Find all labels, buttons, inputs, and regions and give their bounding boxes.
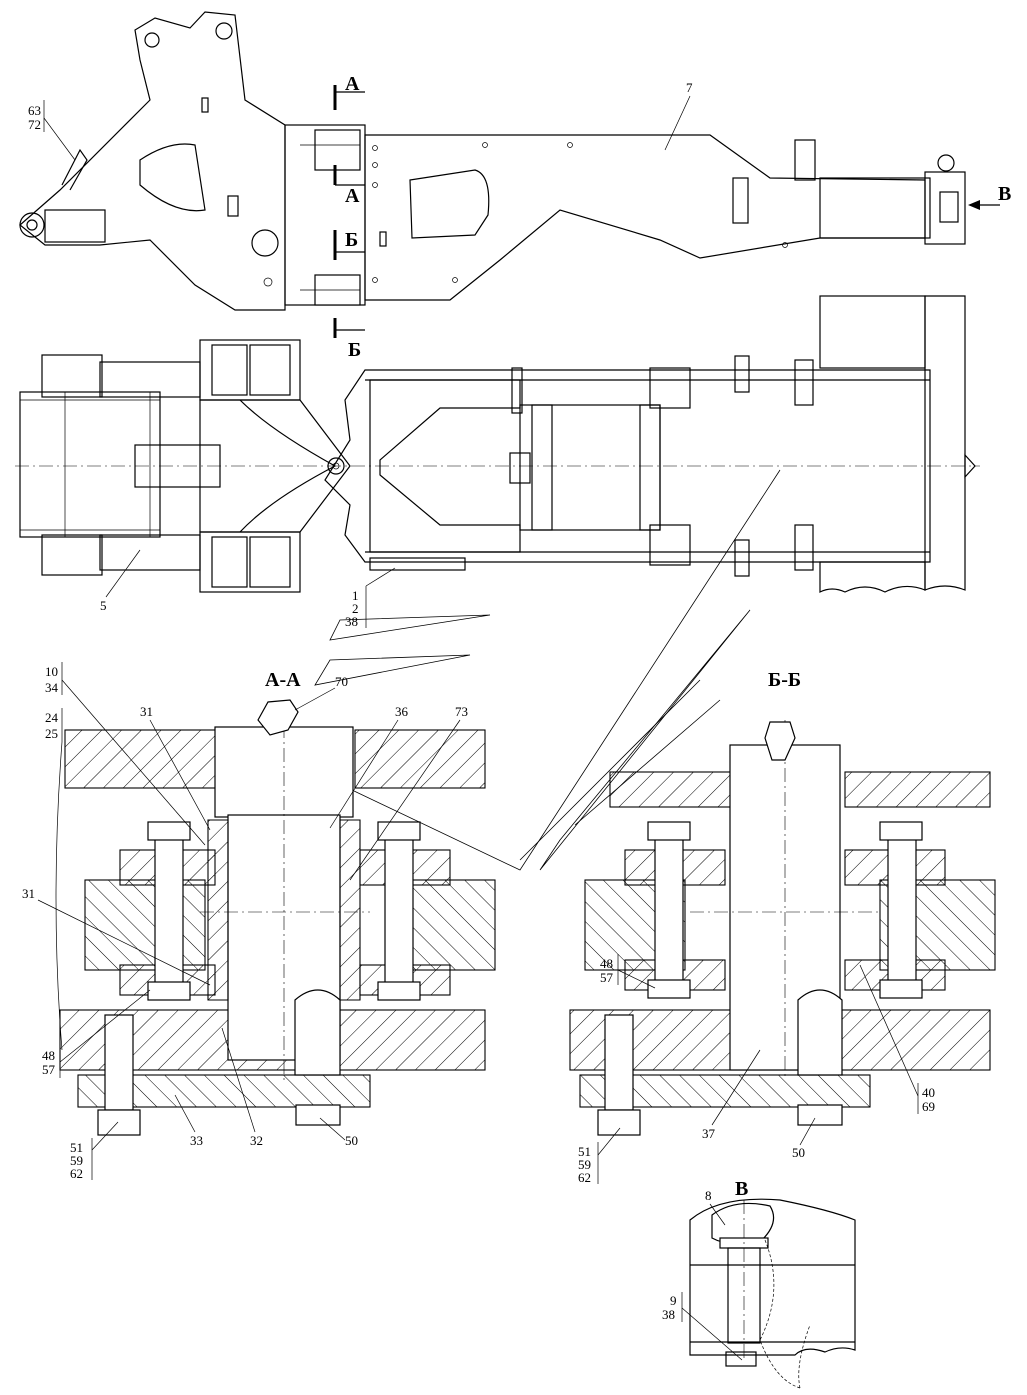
svg-text:10: 10 bbox=[45, 664, 58, 679]
svg-text:57: 57 bbox=[42, 1062, 56, 1077]
svg-text:9: 9 bbox=[670, 1293, 677, 1308]
cut-label-a-bottom: А bbox=[345, 185, 360, 207]
svg-text:62: 62 bbox=[70, 1166, 83, 1181]
svg-text:31: 31 bbox=[140, 704, 153, 719]
svg-text:33: 33 bbox=[190, 1133, 203, 1148]
callout-48-57-left: 48 57 bbox=[42, 989, 151, 1078]
svg-text:7: 7 bbox=[686, 80, 693, 95]
svg-text:40: 40 bbox=[922, 1085, 935, 1100]
view-b bbox=[689, 1198, 856, 1389]
section-bb bbox=[569, 720, 996, 1136]
svg-text:36: 36 bbox=[395, 704, 409, 719]
svg-text:57: 57 bbox=[600, 970, 614, 985]
callout-51-59-62-left: 51 59 62 bbox=[70, 1121, 119, 1181]
svg-text:62: 62 bbox=[578, 1170, 591, 1185]
callout-50-left: 50 bbox=[319, 1117, 358, 1148]
section-aa bbox=[59, 699, 496, 1136]
svg-text:24: 24 bbox=[45, 710, 59, 725]
section-bb-title: Б-Б bbox=[768, 669, 801, 691]
callout-8: 8 bbox=[705, 1188, 726, 1226]
section-aa-title: А-А bbox=[265, 669, 301, 691]
svg-text:73: 73 bbox=[455, 704, 468, 719]
callout-73: 73 bbox=[349, 704, 468, 881]
svg-text:8: 8 bbox=[705, 1188, 712, 1203]
callout-36: 36 bbox=[329, 704, 409, 829]
callout-7: 7 bbox=[664, 80, 693, 151]
cut-label-a-top: А bbox=[345, 73, 360, 95]
svg-text:51: 51 bbox=[578, 1144, 591, 1159]
svg-text:51: 51 bbox=[70, 1140, 83, 1155]
cut-label-b-top: Б bbox=[345, 229, 358, 251]
svg-text:34: 34 bbox=[45, 680, 59, 695]
svg-text:37: 37 bbox=[702, 1126, 716, 1141]
callout-50-right: 50 bbox=[792, 1117, 816, 1160]
svg-text:38: 38 bbox=[345, 614, 358, 629]
cut-line-a-top: А bbox=[333, 73, 365, 110]
svg-text:63: 63 bbox=[28, 103, 41, 118]
cut-label-b-bottom: Б bbox=[348, 339, 361, 361]
svg-text:48: 48 bbox=[42, 1048, 55, 1063]
callout-70: 70 bbox=[294, 674, 348, 711]
callout-33: 33 bbox=[174, 1094, 203, 1148]
callout-24-25: 24 25 bbox=[45, 708, 63, 1051]
svg-text:1: 1 bbox=[352, 588, 359, 603]
svg-text:48: 48 bbox=[600, 956, 613, 971]
cut-line-a-bottom: А bbox=[333, 165, 365, 207]
callout-63-72: 63 72 bbox=[28, 100, 76, 161]
view-b-arrow-label: В bbox=[998, 183, 1011, 205]
svg-text:25: 25 bbox=[45, 726, 58, 741]
callout-40-69: 40 69 bbox=[859, 964, 935, 1114]
plan-view-frame bbox=[15, 295, 980, 593]
view-b-title: В bbox=[735, 1178, 748, 1200]
svg-text:59: 59 bbox=[578, 1157, 591, 1172]
callout-10-34: 10 34 bbox=[45, 662, 206, 846]
svg-text:50: 50 bbox=[345, 1133, 358, 1148]
svg-text:70: 70 bbox=[335, 674, 348, 689]
view-b-arrow: В bbox=[968, 183, 1011, 210]
callout-1-2-38: 1 2 38 bbox=[345, 567, 396, 629]
svg-text:72: 72 bbox=[28, 117, 41, 132]
callout-31-top: 31 bbox=[140, 704, 211, 831]
callout-32: 32 bbox=[221, 1027, 263, 1148]
svg-text:38: 38 bbox=[662, 1307, 675, 1322]
svg-text:59: 59 bbox=[70, 1153, 83, 1168]
callout-31-bottom: 31 bbox=[22, 886, 211, 986]
side-view-frame bbox=[19, 11, 966, 311]
callout-5: 5 bbox=[100, 549, 141, 613]
svg-text:69: 69 bbox=[922, 1099, 935, 1114]
svg-text:31: 31 bbox=[22, 886, 35, 901]
svg-text:50: 50 bbox=[792, 1145, 805, 1160]
ghost-arrow-decoration bbox=[309, 469, 781, 871]
svg-text:2: 2 bbox=[352, 601, 359, 616]
cut-line-b-bottom: Б bbox=[333, 318, 365, 361]
cut-line-b-top: Б bbox=[333, 229, 365, 260]
callout-48-57-right: 48 57 bbox=[600, 954, 656, 989]
svg-text:5: 5 bbox=[100, 598, 107, 613]
callout-9-38: 9 38 bbox=[662, 1292, 743, 1361]
callout-51-59-62-right: 51 59 62 bbox=[578, 1127, 621, 1185]
svg-text:32: 32 bbox=[250, 1133, 263, 1148]
callout-37: 37 bbox=[702, 1049, 761, 1141]
